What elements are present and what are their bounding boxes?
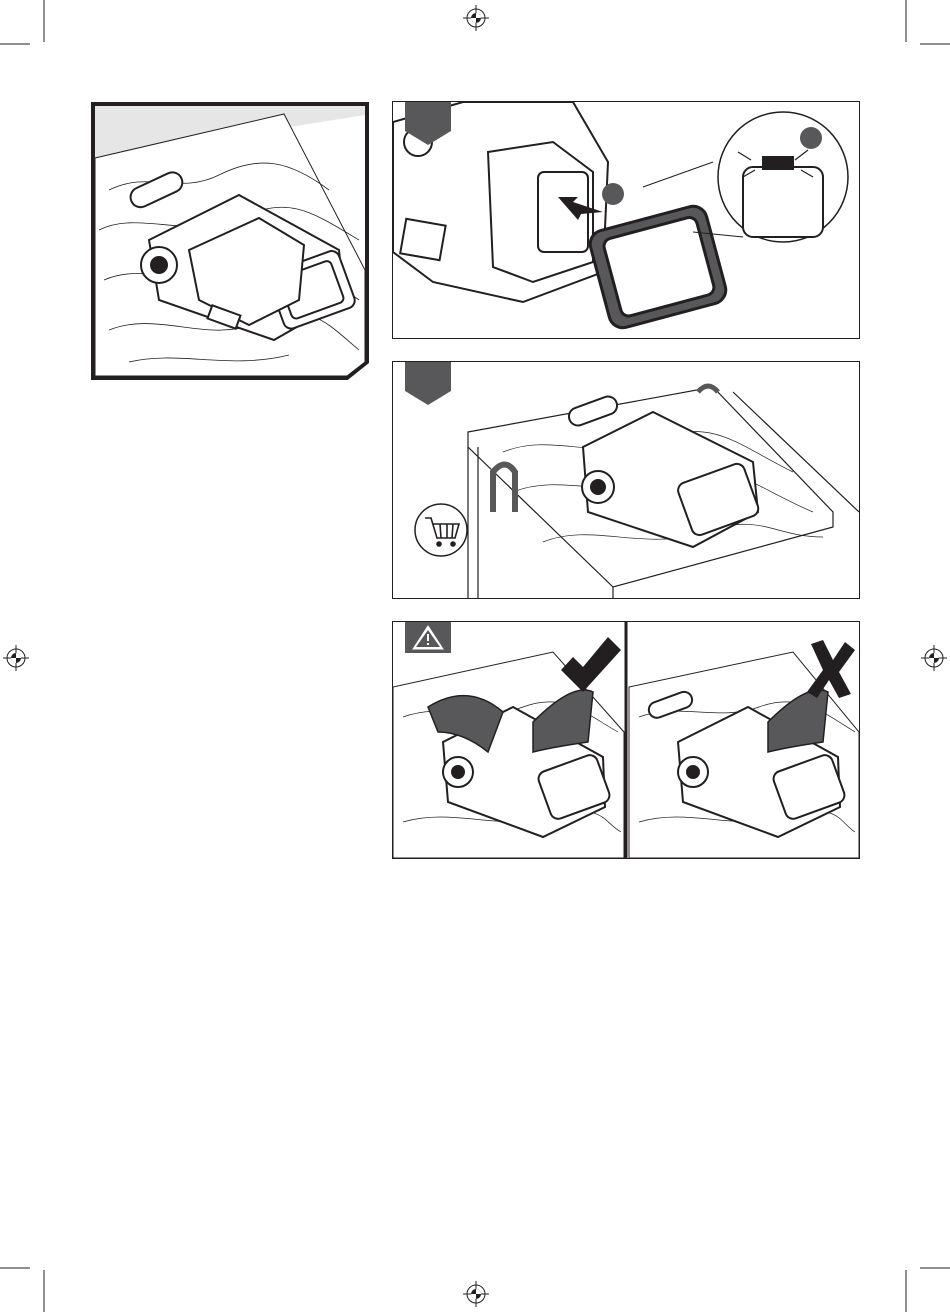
battery-pack <box>587 203 729 331</box>
step-clamp-panel <box>392 361 860 599</box>
correct-grip <box>393 637 624 858</box>
registration-mark-top <box>463 5 489 31</box>
warning-grip-panel <box>392 621 860 859</box>
battery-insert-illustration <box>393 102 859 338</box>
incorrect-grip <box>629 640 859 858</box>
warning-tab <box>405 621 451 653</box>
registration-mark-bottom <box>463 1281 489 1307</box>
step-tab-1 <box>405 101 451 147</box>
overview-panel <box>89 100 371 382</box>
grip-comparison-illustration <box>393 622 859 858</box>
step-tab-2 <box>405 361 451 407</box>
step-marker-1 <box>602 183 624 205</box>
step-battery-panel <box>392 101 860 339</box>
registration-mark-right <box>921 645 947 671</box>
cross-mark-icon <box>807 640 855 698</box>
clamp-illustration <box>393 362 859 598</box>
registration-mark-left <box>3 645 29 671</box>
step-marker-2 <box>800 127 822 149</box>
